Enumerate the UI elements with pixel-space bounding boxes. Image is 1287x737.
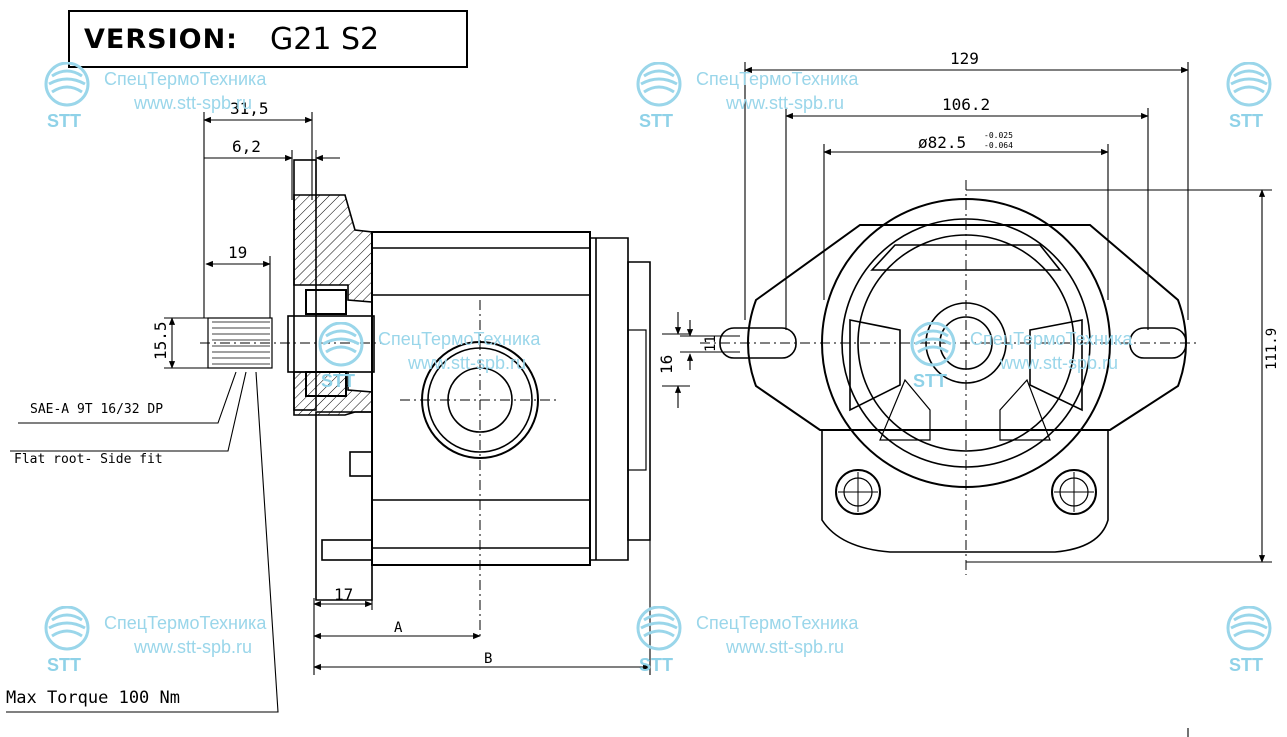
front-view bbox=[700, 180, 1200, 575]
dim-b: B bbox=[484, 651, 492, 667]
version-value: G21 S2 bbox=[270, 22, 380, 57]
dim-19: 19 bbox=[228, 243, 247, 262]
seal-top bbox=[305, 289, 347, 315]
rear-cover bbox=[589, 237, 629, 561]
dim-82-5-tol-upper: -0.025 bbox=[984, 131, 1013, 140]
dim-31-5: 31,5 bbox=[230, 99, 269, 118]
dim-106-2: 106.2 bbox=[942, 95, 990, 114]
dim-17: 17 bbox=[334, 585, 353, 604]
right-slot bbox=[1129, 327, 1187, 359]
side-view bbox=[200, 159, 651, 640]
fit-note: Flat root- Side fit bbox=[14, 452, 163, 467]
dim-111-9: 111.9 bbox=[1264, 328, 1280, 370]
dim-82-5: ø82.5 bbox=[918, 133, 966, 152]
dim-129: 129 bbox=[950, 49, 979, 68]
shaft bbox=[287, 315, 375, 373]
max-torque-note: Max Torque 100 Nm bbox=[6, 688, 180, 708]
dim-16: 16 bbox=[657, 355, 676, 374]
flange-plate bbox=[747, 224, 1187, 431]
dim-a: A bbox=[394, 620, 403, 636]
dimension-lines bbox=[6, 62, 1272, 737]
dim-6-2: 6,2 bbox=[232, 137, 261, 156]
dim-15-5: 15.5 bbox=[151, 321, 170, 360]
bolt-right bbox=[1051, 469, 1097, 515]
dim-11: 11 bbox=[703, 335, 719, 352]
spline-note: SAE-A 9T 16/32 DP bbox=[30, 402, 164, 417]
pump-body bbox=[371, 231, 591, 566]
bolt-left bbox=[835, 469, 881, 515]
dim-82-5-tol-lower: -0.064 bbox=[984, 141, 1013, 150]
flange-section bbox=[293, 194, 373, 303]
version-box: VERSION: G21 S2 bbox=[68, 10, 468, 68]
version-label: VERSION: bbox=[84, 24, 238, 55]
dimension-texts: 129 106.2 ø82.5 -0.025 -0.064 31,5 6,2 1… bbox=[151, 49, 1280, 667]
